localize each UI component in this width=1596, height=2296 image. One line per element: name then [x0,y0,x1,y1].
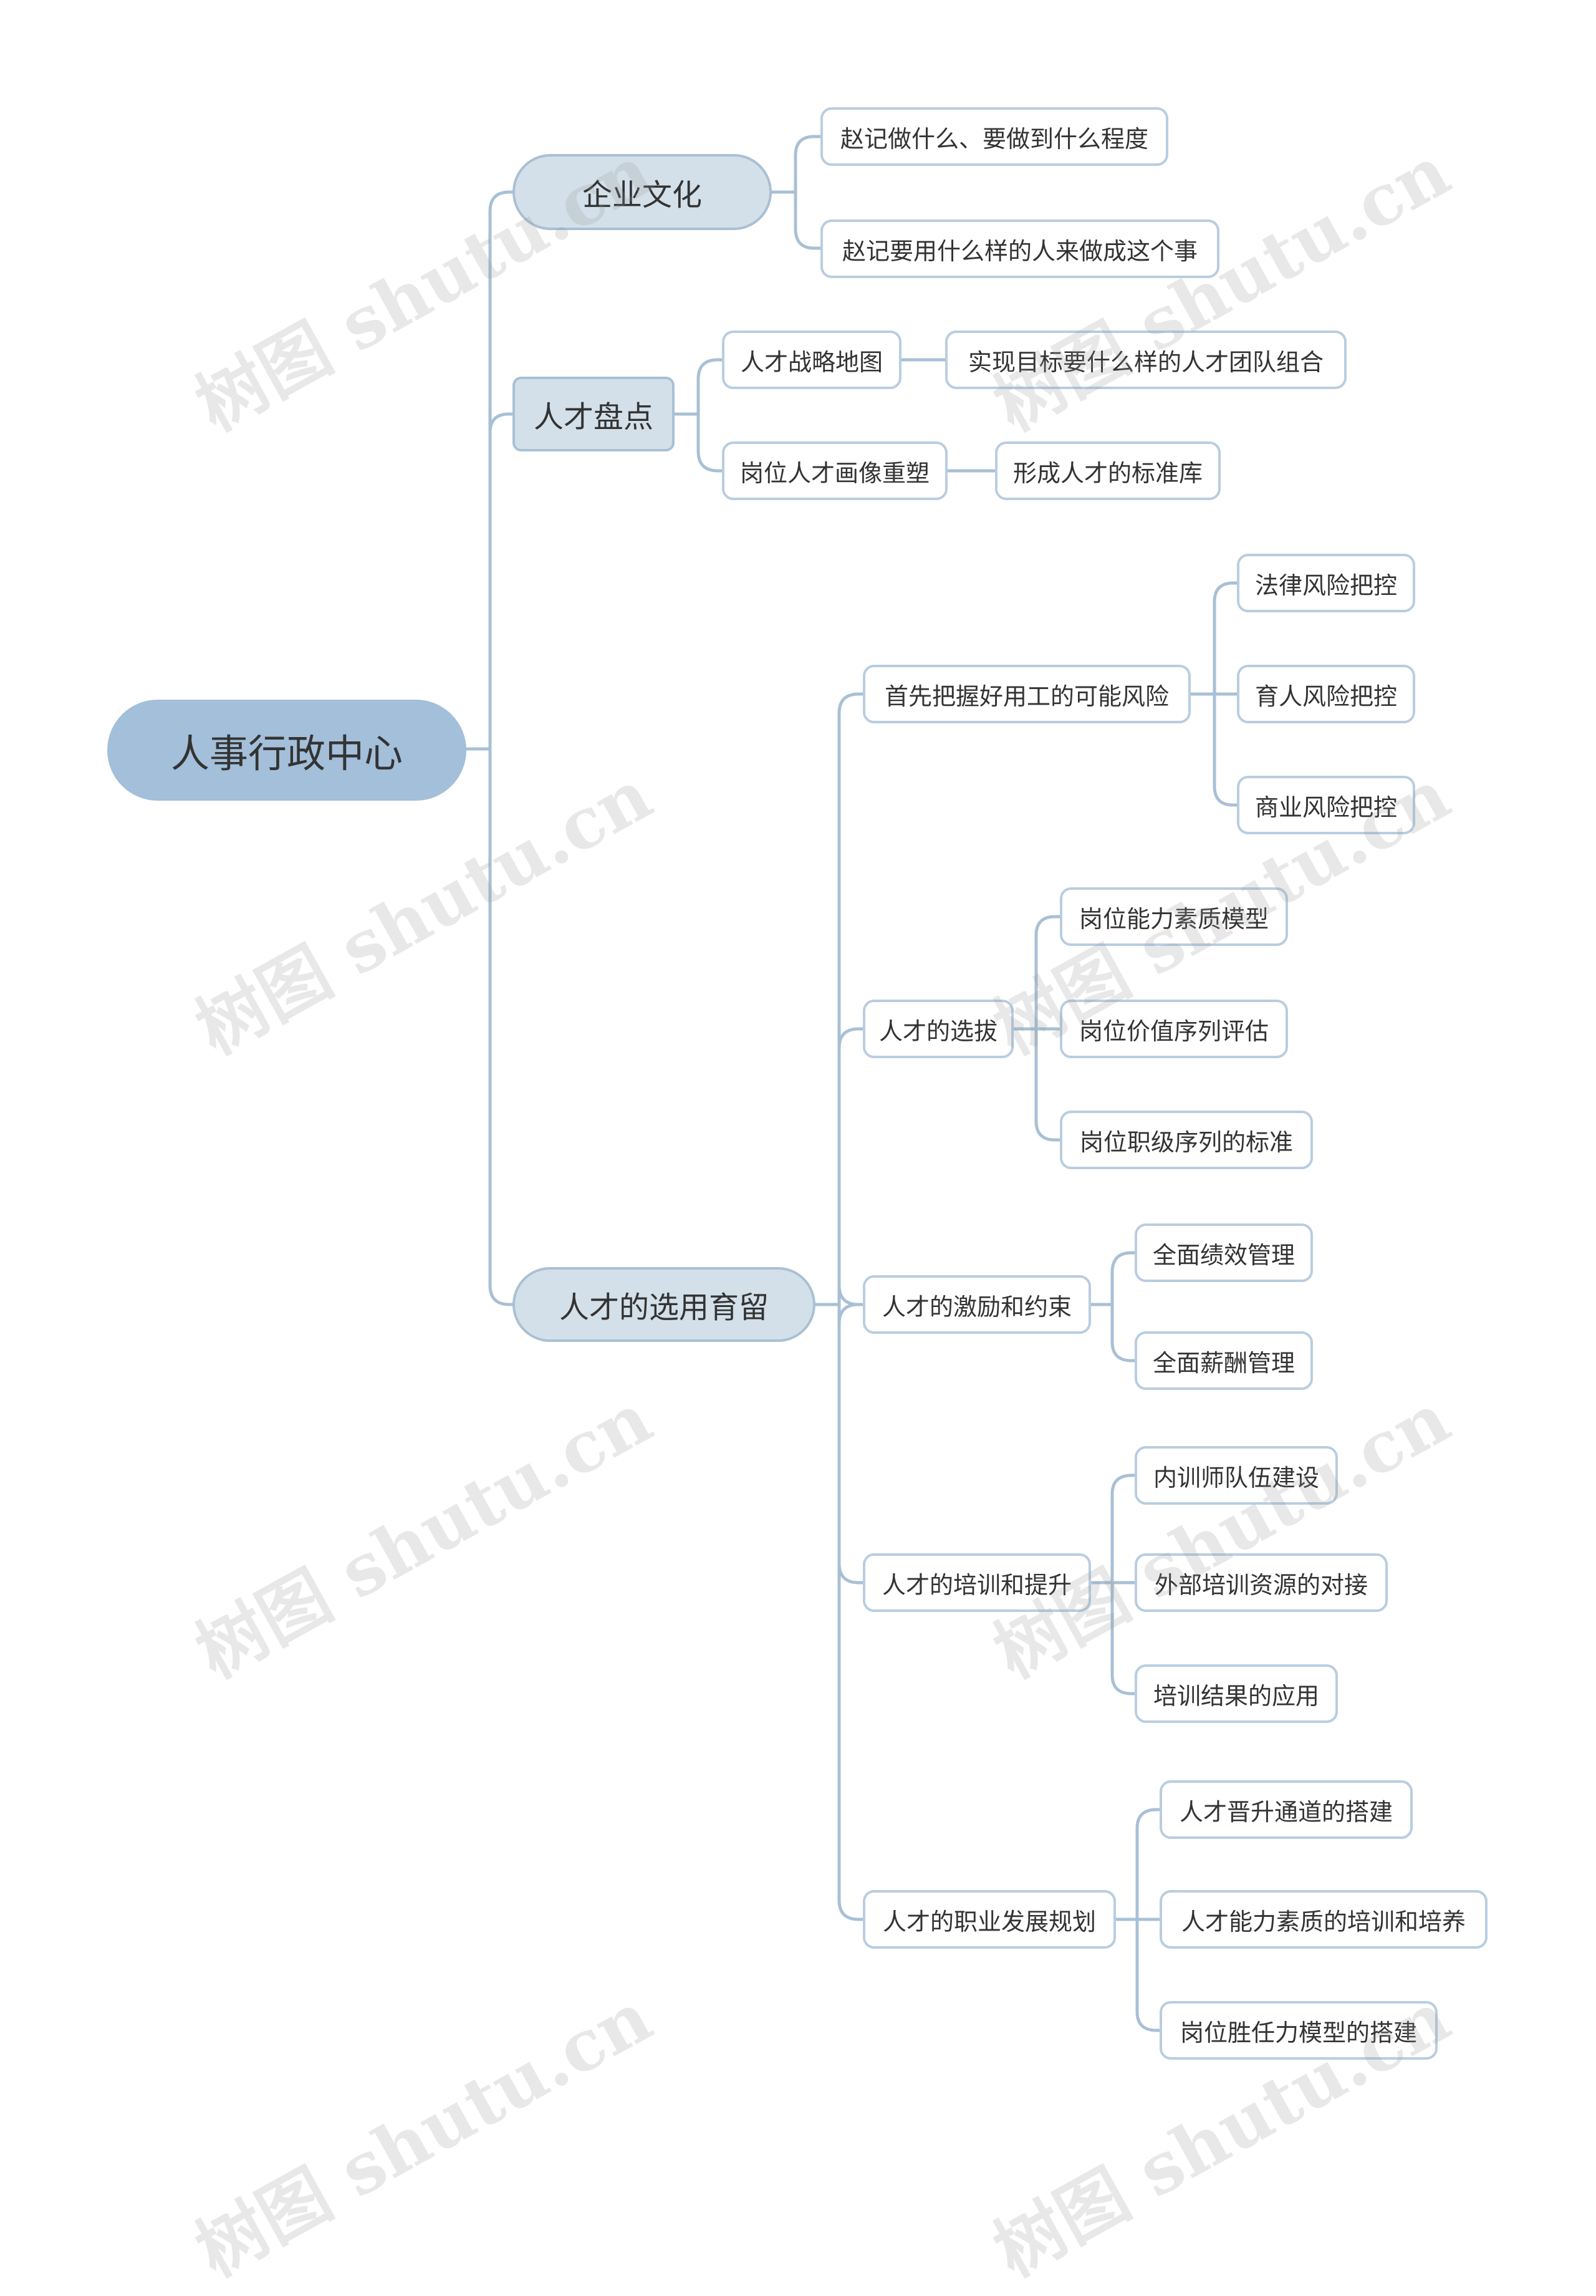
career-item[interactable]: 人才晋升通道的搭建 [1160,1780,1413,1839]
culture-item[interactable]: 赵记做什么、要做到什么程度 [820,107,1168,166]
root-node[interactable]: 人事行政中心 [107,700,466,801]
risk-item[interactable]: 商业风险把控 [1237,776,1415,834]
inventory-item[interactable]: 岗位人才画像重塑 [722,441,948,500]
career-item[interactable]: 人才能力素质的培训和培养 [1160,1890,1488,1949]
incentive-item[interactable]: 全面绩效管理 [1135,1223,1313,1282]
selection-item[interactable]: 岗位职级序列的标准 [1060,1111,1313,1169]
selection-item[interactable]: 岗位价值序列评估 [1060,1000,1288,1058]
risk-item[interactable]: 育人风险把控 [1237,665,1415,723]
inventory-subitem[interactable]: 实现目标要什么样的人才团队组合 [945,330,1347,389]
connector-lines [464,135,1239,2032]
risk-item[interactable]: 法律风险把控 [1237,554,1415,612]
career-item[interactable]: 岗位胜任力模型的搭建 [1160,2001,1438,2060]
branch-talent-selection[interactable]: 人才的选用育留 [512,1267,815,1342]
inventory-subitem[interactable]: 形成人才的标准库 [995,441,1221,500]
selection-group[interactable]: 人才的激励和约束 [863,1275,1091,1334]
selection-item[interactable]: 岗位能力素质模型 [1060,887,1288,946]
branch-talent-inventory[interactable]: 人才盘点 [512,377,675,451]
inventory-item[interactable]: 人才战略地图 [722,330,901,389]
branch-corporate-culture[interactable]: 企业文化 [512,154,772,230]
training-item[interactable]: 内训师队伍建设 [1135,1446,1338,1505]
incentive-item[interactable]: 全面薪酬管理 [1135,1331,1313,1390]
selection-group[interactable]: 首先把握好用工的可能风险 [863,665,1191,723]
culture-item[interactable]: 赵记要用什么样的人来做成这个事 [820,219,1219,278]
mind-map-canvas: 人事行政中心 企业文化 人才盘点 人才的选用育留 赵记做什么、要做到什么程度 赵… [107,107,1488,2293]
selection-group[interactable]: 人才的职业发展规划 [863,1890,1116,1949]
selection-group[interactable]: 人才的培训和提升 [863,1553,1091,1612]
training-item[interactable]: 培训结果的应用 [1135,1664,1338,1723]
selection-group[interactable]: 人才的选拔 [863,1000,1014,1058]
training-item[interactable]: 外部培训资源的对接 [1135,1553,1388,1612]
